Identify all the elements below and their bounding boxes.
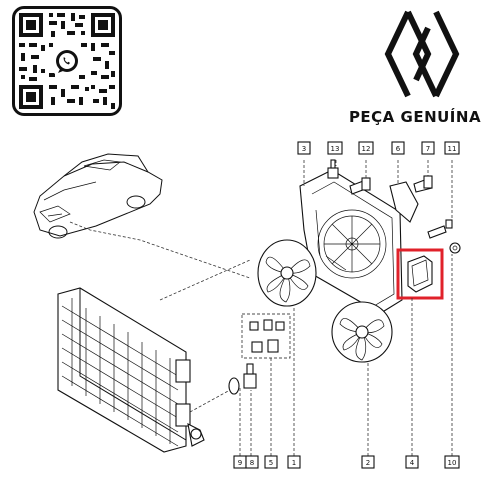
svg-text:13: 13: [331, 145, 340, 153]
callout-8: 8: [245, 455, 259, 469]
svg-text:11: 11: [448, 145, 457, 153]
callout-4: 4: [405, 455, 419, 469]
seal-9: [228, 377, 240, 395]
qr-code[interactable]: [12, 6, 122, 116]
svg-text:2: 2: [366, 459, 370, 467]
callout-10: 10: [444, 455, 460, 469]
bolt-12: [349, 177, 371, 195]
svg-text:7: 7: [426, 145, 430, 153]
renault-diamond-logo: [384, 10, 460, 98]
highlight-box: [396, 248, 444, 300]
callout-9: 9: [233, 455, 247, 469]
fan-resistor-4: [396, 248, 444, 300]
callout-7: 7: [421, 141, 435, 155]
callout-5: 5: [264, 455, 278, 469]
bracket-6: [389, 181, 419, 223]
svg-text:10: 10: [448, 459, 457, 467]
svg-text:8: 8: [250, 459, 254, 467]
qr-pattern: [19, 13, 115, 109]
svg-text:5: 5: [269, 459, 273, 467]
callout-6: 6: [391, 141, 405, 155]
fan-blade-2: [331, 301, 393, 363]
svg-text:4: 4: [410, 459, 415, 467]
callout-2: 2: [361, 455, 375, 469]
svg-text:6: 6: [396, 145, 401, 153]
callout-3: 3: [297, 141, 311, 155]
callout-12: 12: [358, 141, 374, 155]
whatsapp-icon: [53, 47, 81, 75]
callout-1: 1: [287, 455, 301, 469]
fan-blade-1: [257, 239, 317, 307]
svg-text:12: 12: [362, 145, 371, 153]
callout-11: 11: [444, 141, 460, 155]
callout-13: 13: [327, 141, 343, 155]
washer-10: [449, 242, 461, 254]
svg-text:3: 3: [302, 145, 306, 153]
bolt-13: [327, 159, 339, 179]
svg-text:9: 9: [238, 459, 242, 467]
temperature-sensor-8: [243, 363, 257, 389]
svg-text:1: 1: [292, 459, 296, 467]
genuine-part-label: PEÇA GENUÍNA: [348, 108, 482, 126]
radiator: [57, 287, 205, 453]
clip-kit-5: [241, 313, 291, 359]
car-illustration: [33, 153, 163, 239]
screw-11: [427, 219, 453, 239]
bolt-7: [413, 175, 433, 193]
